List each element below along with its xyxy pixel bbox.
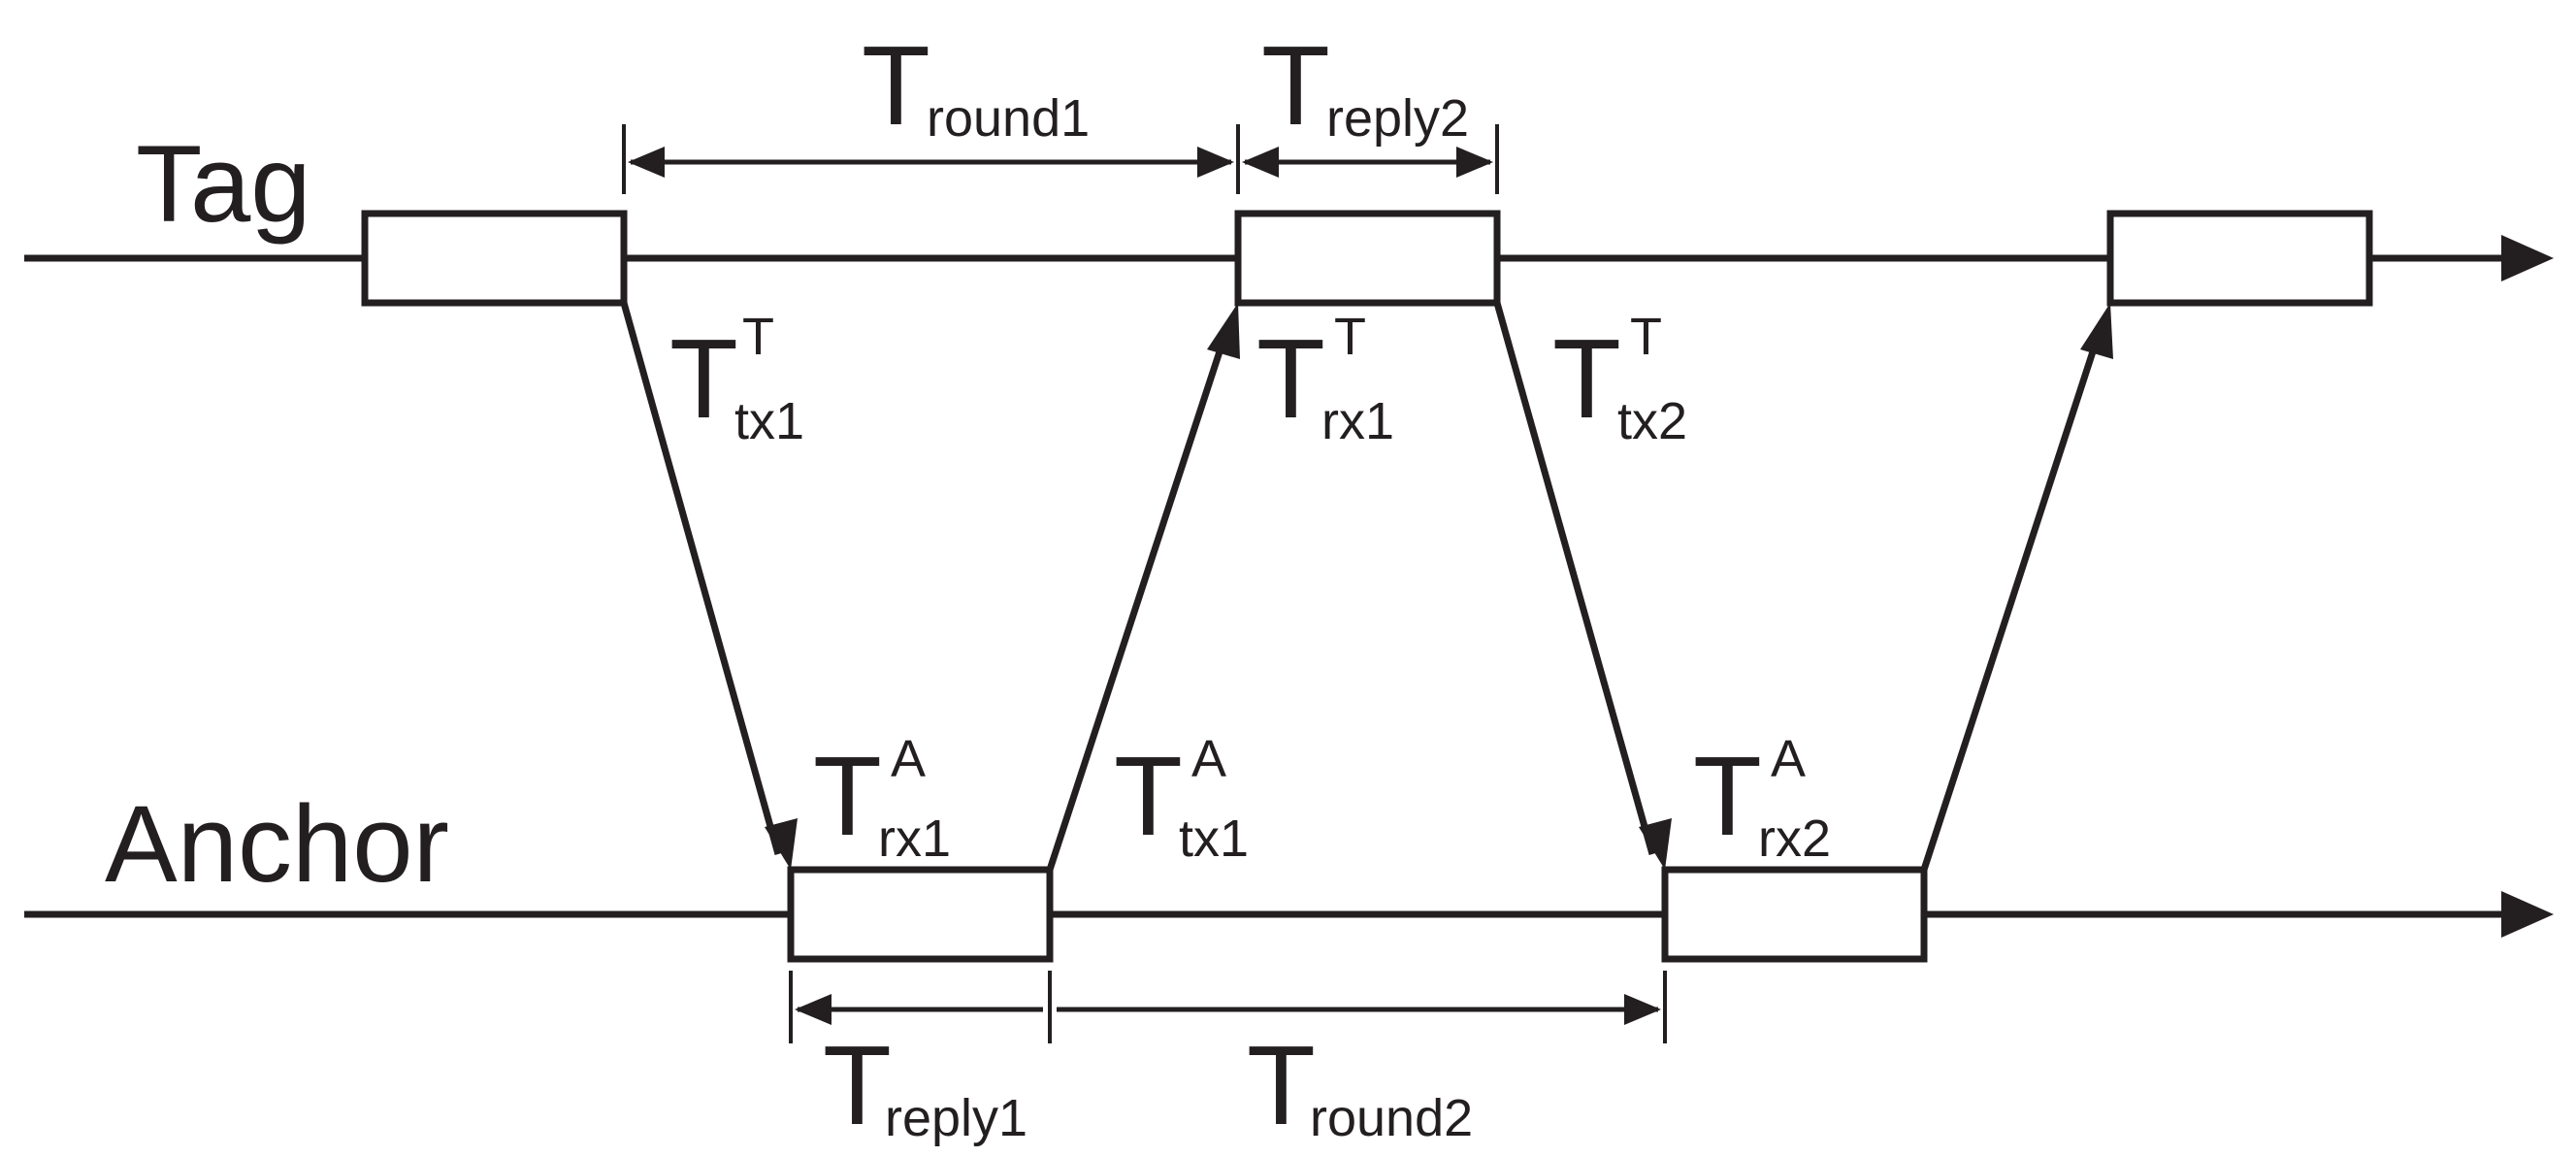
label-t-round1: T round1 <box>862 22 1090 149</box>
svg-text:T: T <box>862 22 930 149</box>
svg-text:T: T <box>1693 733 1762 859</box>
reply1-interval-head-left <box>795 994 831 1025</box>
svg-text:T: T <box>813 733 882 859</box>
tag-tx-box-1 <box>361 210 628 307</box>
svg-text:tx1: tx1 <box>1179 810 1249 868</box>
anchor-rx-box-1 <box>787 866 1054 963</box>
svg-text:T: T <box>1114 733 1183 859</box>
round2-interval-head-right <box>1624 994 1661 1025</box>
svg-text:A: A <box>1771 730 1806 788</box>
message-arrow-tag-to-anchor-1-head <box>765 818 798 870</box>
label-t-tx2-tag: T T tx2 <box>1552 308 1687 450</box>
message-arrow-anchor-to-tag-2 <box>1920 338 2101 872</box>
label-t-tx1-anchor: T A tx1 <box>1114 730 1249 868</box>
round1-interval-head-right <box>1197 147 1234 178</box>
svg-text:T: T <box>823 1022 892 1148</box>
svg-text:rx1: rx1 <box>878 810 951 868</box>
label-t-rx1-anchor: T A rx1 <box>813 730 951 868</box>
tag-label: Tag <box>136 123 311 245</box>
svg-text:T: T <box>742 308 774 366</box>
reply2-interval-head-right <box>1456 147 1493 178</box>
message-arrow-tag-to-anchor-2 <box>1493 302 1656 855</box>
svg-text:T: T <box>1630 308 1662 366</box>
message-arrow-tag-to-anchor-2-head <box>1639 818 1672 870</box>
svg-text:T: T <box>669 315 738 442</box>
message-arrow-anchor-to-tag-2-head <box>2080 303 2113 359</box>
svg-text:reply1: reply1 <box>885 1089 1027 1147</box>
tag-timeline-arrowhead <box>2501 235 2554 281</box>
message-arrow-tag-to-anchor-1 <box>620 302 782 855</box>
svg-text:T: T <box>1247 1022 1316 1148</box>
label-t-round2: T round2 <box>1247 1022 1473 1148</box>
anchor-timeline-arrowhead <box>2501 891 2554 938</box>
svg-text:A: A <box>891 730 926 788</box>
label-t-reply1: T reply1 <box>823 1022 1027 1148</box>
label-t-rx2-anchor: T A rx2 <box>1693 730 1831 868</box>
message-arrow-anchor-to-tag-1 <box>1046 338 1227 872</box>
svg-text:A: A <box>1191 730 1226 788</box>
svg-text:rx2: rx2 <box>1758 810 1831 868</box>
svg-text:T: T <box>1261 22 1330 149</box>
svg-text:T: T <box>1552 315 1621 442</box>
svg-text:round2: round2 <box>1310 1089 1473 1147</box>
label-t-tx1-tag: T T tx1 <box>669 308 804 450</box>
anchor-rx-box-2 <box>1661 866 1928 963</box>
tag-rx-box <box>1234 210 1501 307</box>
tag-tx-box-3 <box>2106 210 2373 307</box>
svg-text:round1: round1 <box>927 89 1090 148</box>
svg-text:reply2: reply2 <box>1326 89 1469 148</box>
round1-interval-head-left <box>628 147 665 178</box>
svg-text:tx1: tx1 <box>734 392 804 450</box>
label-t-reply2: T reply2 <box>1261 22 1469 149</box>
svg-text:rx1: rx1 <box>1321 392 1394 450</box>
svg-text:T: T <box>1256 315 1325 442</box>
message-arrow-anchor-to-tag-1-head <box>1207 303 1240 359</box>
anchor-label: Anchor <box>105 783 449 905</box>
svg-text:tx2: tx2 <box>1617 392 1687 450</box>
svg-text:T: T <box>1334 308 1366 366</box>
reply2-interval-head-left <box>1242 147 1279 178</box>
label-t-rx1-tag: T T rx1 <box>1256 308 1394 450</box>
